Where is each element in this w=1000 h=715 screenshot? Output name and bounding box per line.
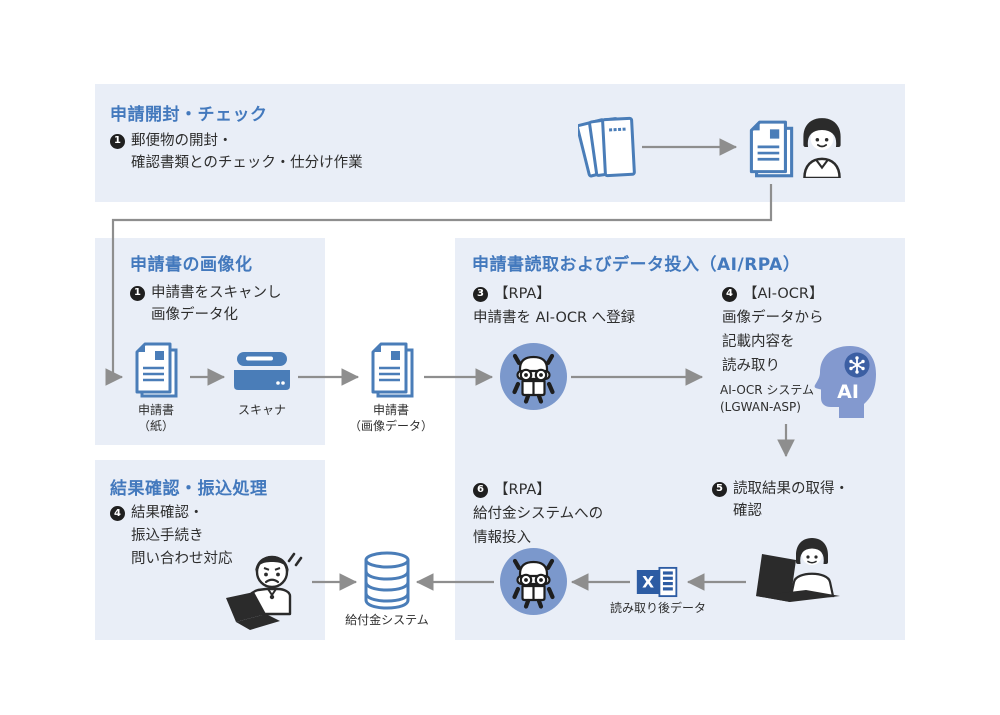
step-line: 給付金システムへの bbox=[473, 506, 604, 522]
step-line: 郵便物の開封・ bbox=[131, 133, 233, 149]
scanner-icon bbox=[234, 352, 290, 390]
step-line: 読み取り bbox=[722, 358, 780, 374]
step-number-badge: 1 bbox=[110, 133, 125, 149]
excel-file-icon: X bbox=[636, 566, 678, 598]
application-image-label: 申請書 （画像データ） bbox=[348, 403, 433, 433]
rpa-robot-icon bbox=[500, 343, 567, 410]
step-rpa-input: 6 【RPA】 給付金システムへの 情報投入 bbox=[473, 478, 603, 550]
step-line: 問い合わせ対応 bbox=[131, 551, 233, 567]
application-image-icon bbox=[371, 342, 414, 398]
staff-woman-icon bbox=[803, 118, 841, 178]
post-read-data-label: 読み取り後データ bbox=[609, 601, 706, 615]
ai-text: AI bbox=[837, 381, 859, 403]
step-line: 申請書を AI-OCR へ登録 bbox=[473, 310, 636, 326]
step-line: 確認書類とのチェック・仕分け作業 bbox=[131, 155, 363, 171]
step-number-badge: 6 bbox=[473, 482, 488, 498]
step-line: 振込手続き bbox=[131, 528, 204, 544]
step-number-badge: 4 bbox=[110, 505, 125, 521]
mail-stack-icon bbox=[578, 116, 636, 178]
section-open-check-title: 申請開封・チェック bbox=[110, 105, 268, 125]
ai-ocr-head-icon: AI bbox=[814, 346, 876, 418]
ai-ocr-system-label: AI-OCR システム (LGWAN-ASP) bbox=[720, 383, 815, 414]
step-rpa-register: 3 【RPA】 申請書を AI-OCR へ登録 bbox=[473, 282, 635, 330]
section-read-input-title: 申請書読取およびデータ投入（AI/RPA） bbox=[472, 255, 801, 275]
rpa-robot-icon bbox=[500, 548, 567, 615]
documents-icon bbox=[749, 120, 794, 178]
step-line: 記載内容を bbox=[722, 334, 795, 350]
section-imaging-title: 申請書の画像化 bbox=[130, 255, 253, 275]
benefit-system-label: 給付金システム bbox=[345, 613, 429, 627]
step-number-badge: 5 bbox=[712, 481, 727, 497]
step-number-badge: 3 bbox=[473, 286, 488, 302]
step-open-mail: 1 郵便物の開封・ 確認書類とのチェック・仕分け作業 bbox=[110, 130, 363, 174]
step-line: 読取結果の取得・ bbox=[733, 481, 849, 497]
step-line: 確認 bbox=[733, 503, 762, 519]
step-ai-ocr: 4 【AI-OCR】 画像データから 記載内容を 読み取り bbox=[722, 282, 824, 378]
step-line: 画像データから bbox=[722, 310, 824, 326]
step-result-transfer: 4 結果確認・ 振込手続き 問い合わせ対応 bbox=[110, 502, 233, 571]
step-number-badge: 4 bbox=[722, 286, 737, 302]
worried-staff-icon bbox=[226, 552, 303, 630]
step-result-check: 5 読取結果の取得・ 確認 bbox=[712, 478, 849, 522]
step-number-badge: 1 bbox=[130, 285, 145, 301]
step-line: 画像データ化 bbox=[151, 307, 238, 323]
spark-icon bbox=[850, 357, 864, 373]
step-tag: 【AI-OCR】 bbox=[743, 286, 824, 302]
scanner-label: スキャナ bbox=[237, 403, 286, 417]
application-paper-label: 申請書 （紙） bbox=[137, 403, 174, 433]
step-line: 申請書をスキャンし bbox=[151, 285, 282, 301]
database-icon bbox=[364, 551, 410, 610]
step-line: 情報投入 bbox=[473, 530, 531, 546]
application-paper-icon bbox=[135, 342, 178, 398]
step-scan: 1 申請書をスキャンし 画像データ化 bbox=[130, 282, 282, 326]
step-line: 結果確認・ bbox=[131, 505, 204, 521]
step-tag: 【RPA】 bbox=[494, 482, 551, 498]
step-tag: 【RPA】 bbox=[494, 286, 551, 302]
staff-woman-laptop-icon bbox=[756, 538, 840, 602]
section-result-transfer-title: 結果確認・振込処理 bbox=[110, 479, 268, 499]
excel-x-text: X bbox=[642, 574, 654, 592]
